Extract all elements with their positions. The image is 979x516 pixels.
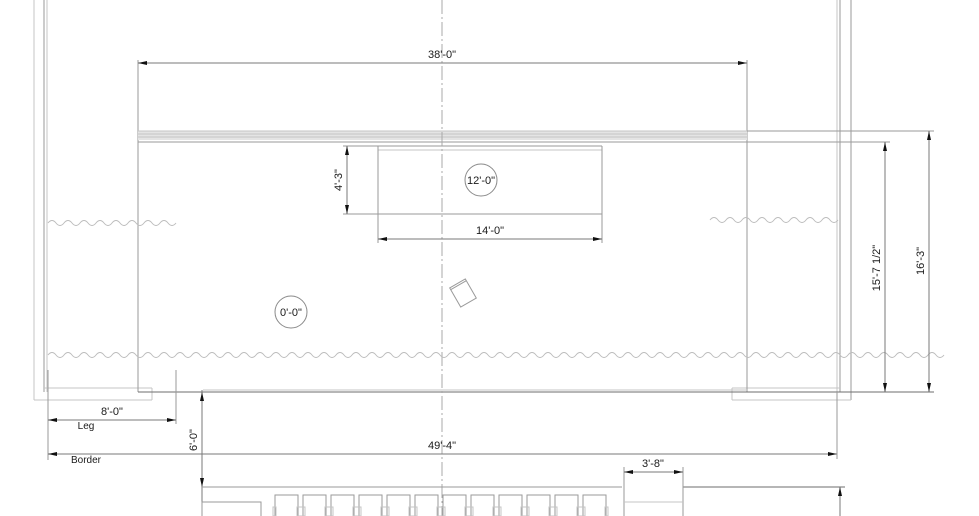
dim-overall-depth: 16'-3" [915,131,931,392]
dim-label-16ft3: 16'-3" [915,247,927,275]
elevation-tag-stage: 0'-0" [274,295,308,329]
left-wall [33,0,153,401]
dim-label-14ft: 14'-0" [476,225,504,237]
curtain-lines [47,217,945,358]
dim-riser-depth: 4'-3" [333,146,349,214]
seat-modules [272,494,609,516]
dim-label-49ft4: 49'-4" [428,440,456,452]
dim-riser-width: 14'-0" [378,225,602,241]
dim-apron-gap: 6'-0" [188,390,204,516]
border-label: Border [71,455,102,466]
dim-label-4ft3: 4'-3" [333,169,345,191]
elevation-tag-riser: 12'-0" [464,163,498,197]
riser-platform [343,145,603,243]
dim-border-width: 49'-4" Border [48,392,838,466]
dim-stage-depth: 15'-7 1/2" [871,142,887,392]
elevation-label-12ft: 12'-0" [467,175,495,187]
dim-label-38ft: 38'-0" [428,49,456,61]
elevation-label-0ft: 0'-0" [280,307,302,319]
dim-leg-width: 8'-0" Leg [47,370,177,460]
dim-label-15ft7: 15'-7 1/2" [871,245,883,291]
dim-label-6ft: 6'-0" [188,429,200,451]
right-extension-lines [747,130,934,393]
dim-label-3ft8: 3'-8" [642,458,664,470]
dim-overall-top-width: 38'-0" [138,49,747,65]
dim-right-bottom [838,487,842,516]
dim-label-8ft: 8'-0" [101,406,123,418]
right-wall [731,0,852,401]
leg-label: Leg [78,421,95,432]
dim-module-width: 3'-8" [623,458,684,516]
seating-area [201,486,845,516]
chair-symbol [449,278,477,308]
